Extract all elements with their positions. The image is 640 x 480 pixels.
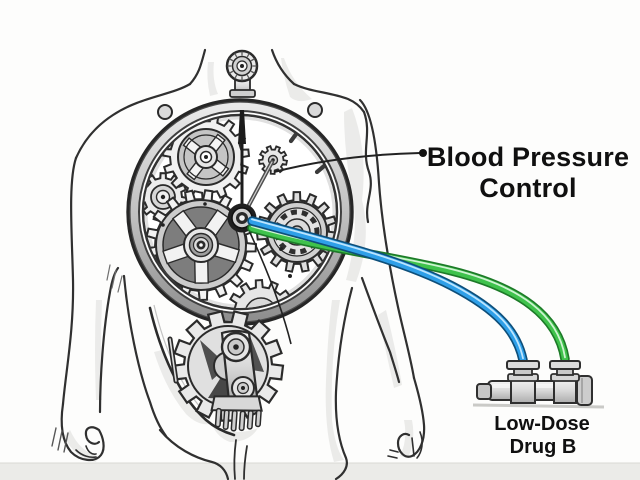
minute-hand-tip — [238, 110, 246, 144]
body-outline — [51, 48, 426, 480]
neck-left-line — [188, 48, 207, 86]
crown-knurling — [227, 51, 257, 81]
crown-flange — [229, 89, 256, 98]
knurl-line — [229, 70, 234, 74]
flank-right — [334, 286, 354, 480]
body-shading — [64, 58, 414, 462]
abdomen-gear-assembly — [167, 310, 285, 432]
arm-right-inner — [360, 276, 401, 384]
bezel-bump-right — [307, 102, 323, 118]
hand-left-fingers — [75, 445, 97, 459]
hip-left — [158, 428, 230, 480]
pipe-left-cap — [476, 383, 492, 400]
knurl-line — [246, 53, 250, 58]
callout-dot — [419, 149, 427, 157]
valve-manifold — [472, 360, 605, 409]
blue-tube — [247, 216, 528, 365]
valve-fitting-left — [506, 360, 540, 404]
comb-rack — [210, 395, 263, 432]
drug-label-line1: Low-Dose — [494, 413, 590, 435]
knurl-line — [229, 58, 234, 62]
valve-fitting-right — [549, 360, 581, 404]
floor-band — [0, 463, 640, 480]
knurl-line — [246, 74, 250, 79]
knurl-line — [234, 53, 238, 58]
callout-label-line2: Control — [479, 173, 576, 203]
barrel-dash-ring — [274, 209, 320, 255]
second-hand — [245, 223, 292, 345]
drug-label-line2: Drug B — [510, 436, 577, 458]
chest-right-line — [362, 110, 372, 224]
hand-left — [60, 402, 105, 462]
bezel-bump-left — [157, 104, 173, 120]
arm-right-outer — [358, 98, 416, 380]
hand-right — [396, 376, 426, 458]
crotch-lines — [233, 439, 248, 480]
armpit-left-hatch — [106, 264, 123, 293]
hand-left-hatch — [51, 427, 69, 453]
knurl-line — [250, 58, 255, 62]
shoulder-right-line — [292, 82, 366, 114]
callout-line — [273, 152, 421, 173]
gear-main — [144, 189, 258, 302]
crown-assembly — [225, 49, 259, 98]
shoulder-left-line — [74, 82, 192, 160]
neck-right-line — [270, 48, 296, 86]
arm-left-outer — [61, 156, 78, 406]
knurl-line — [234, 74, 238, 79]
hand-right-fingers — [387, 431, 423, 459]
gear-pinion — [257, 145, 289, 175]
callout-label-line1: Blood Pressure — [427, 142, 629, 172]
gear-top — [161, 116, 251, 201]
flank-left — [122, 274, 168, 438]
drug-tubes — [247, 216, 570, 365]
knurl-line — [250, 70, 255, 74]
valve-ground-shadow — [472, 403, 605, 409]
